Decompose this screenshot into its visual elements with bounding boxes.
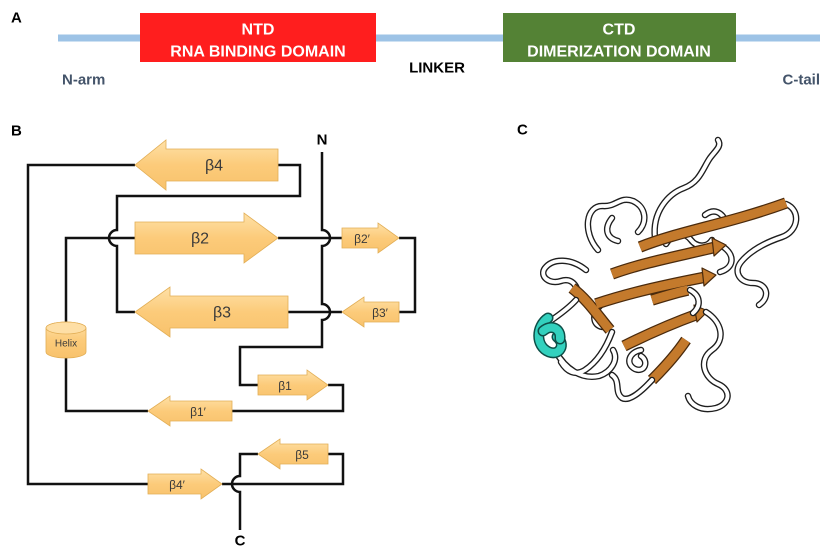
strand-arrow-b3 xyxy=(134,286,289,338)
strand-arrow-b5 xyxy=(257,438,329,470)
alpha-helix-ribbon xyxy=(533,312,567,359)
strand-arrow-b2-prime xyxy=(341,222,400,254)
strand-label-b1-prime: β1′ xyxy=(190,405,207,419)
helix-cylinder-top xyxy=(45,321,87,335)
strand-label-b2: β2 xyxy=(191,231,209,248)
strand-label-b2-prime: β2′ xyxy=(354,232,371,246)
connection-b2p-to-b3p xyxy=(399,236,417,314)
strand-label-b3-prime: β3′ xyxy=(372,306,389,320)
strand-arrow-b1 xyxy=(257,369,329,401)
panel-label-b: B xyxy=(11,123,22,140)
c-terminus-label: C xyxy=(235,533,246,550)
c-tail-label: C-tail xyxy=(783,72,821,89)
connection-b1-to-b1p xyxy=(232,383,345,413)
helix-label: Helix xyxy=(55,339,77,350)
ntd-domain-function: RNA BINDING DOMAIN xyxy=(170,44,345,61)
strand-arrowhead xyxy=(701,267,717,287)
helix-turn xyxy=(539,323,565,343)
connection-helix-to-b2 xyxy=(64,236,135,322)
strand-arrow-b2 xyxy=(134,212,279,264)
connection-b3-to-b4 xyxy=(107,163,302,314)
connection-b4p-to-b5 xyxy=(222,452,345,486)
connection-b1p-to-helix xyxy=(64,358,148,413)
strand-label-b5: β5 xyxy=(295,448,309,462)
connection-b4-to-b4p xyxy=(26,163,148,486)
helix-cylinder: Helix xyxy=(45,321,87,359)
strand-arrowhead xyxy=(711,237,727,257)
linker-label: LINKER xyxy=(409,60,465,77)
panel-label-a: A xyxy=(11,10,22,27)
ntd-domain-box xyxy=(140,13,376,62)
strand-label-b4-prime: β4′ xyxy=(169,478,186,492)
ctd-domain-name: CTD xyxy=(603,22,636,39)
ctd-domain-box xyxy=(503,13,736,62)
strand-label-b4: β4 xyxy=(205,158,223,175)
strand-label-b1: β1 xyxy=(278,379,292,393)
connection-b5-to-c xyxy=(230,452,258,530)
connection-n-to-b1 xyxy=(238,152,332,387)
ntd-domain-name: NTD xyxy=(242,22,275,39)
strand-label-b3: β3 xyxy=(213,305,231,322)
panel-a: A NTD RNA BINDING DOMAIN CTD DIMERIZATIO… xyxy=(11,10,820,89)
strand-arrow-b3-prime xyxy=(341,296,400,328)
strand-arrow-b4 xyxy=(134,139,279,191)
panel-b: B β4 β2 β3 β2′ β3′ β1 β1′ xyxy=(11,123,417,550)
n-arm-label: N-arm xyxy=(62,72,105,89)
panel-label-c: C xyxy=(517,122,528,139)
protein-ribbon-structure xyxy=(533,140,796,409)
panel-c: C xyxy=(517,122,796,410)
strand-arrow-b4-prime xyxy=(147,468,223,500)
topology-connections xyxy=(26,152,417,530)
ctd-domain-function: DIMERIZATION DOMAIN xyxy=(527,44,711,61)
n-terminus-label: N xyxy=(317,132,328,149)
strand-arrow-b1-prime xyxy=(147,395,233,427)
